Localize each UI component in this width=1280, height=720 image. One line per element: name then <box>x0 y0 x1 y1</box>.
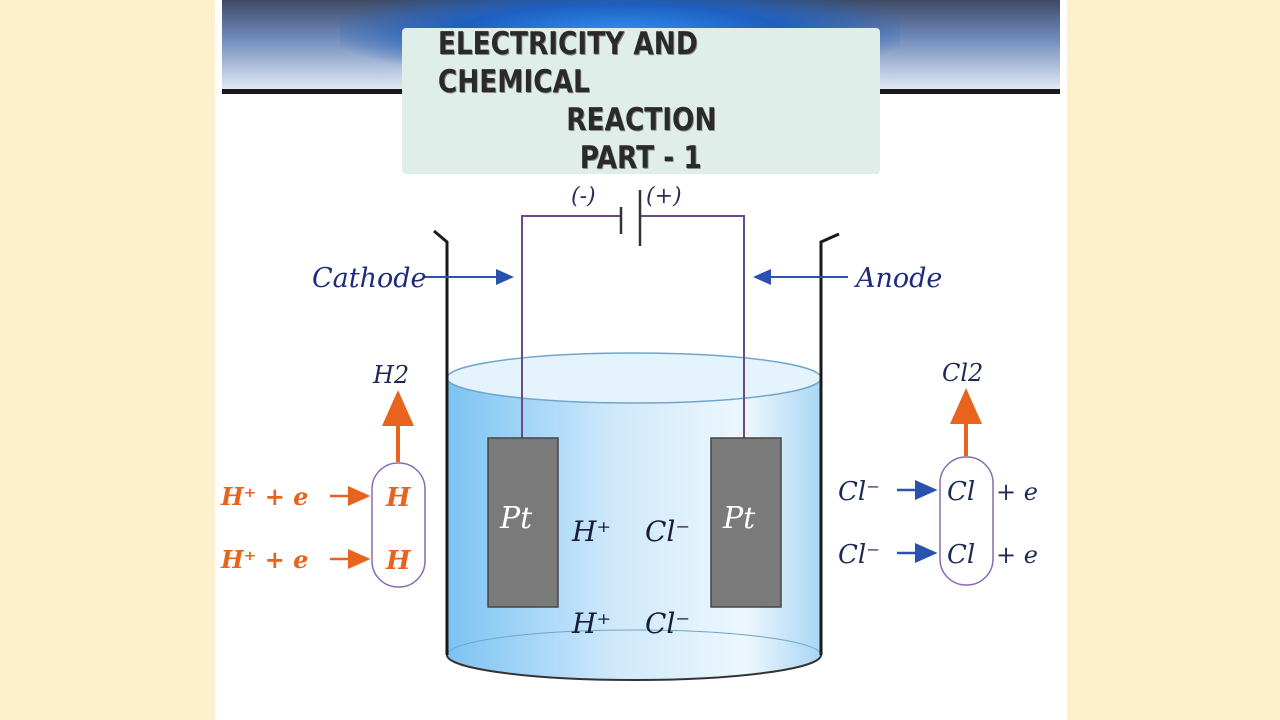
anode-electrode-label: Pt <box>722 501 756 536</box>
h-ion-label-1: H⁺ <box>571 515 611 548</box>
title-line-2: REACTION <box>565 102 717 138</box>
beaker-right-wall <box>819 232 840 655</box>
hydrogen-atoms-group <box>371 462 426 588</box>
left-reaction-lhs-2: H⁺ + e <box>220 545 308 574</box>
cl-ion-label-2: Cl⁻ <box>645 607 690 640</box>
h-ion-label-2: H⁺ <box>571 607 611 640</box>
anode-label: Anode <box>853 263 942 294</box>
title-line-3: PART - 1 <box>579 140 702 176</box>
beaker-bottom <box>446 654 822 681</box>
title-card: ELECTRICITY AND CHEMICAL REACTION PART -… <box>402 26 880 176</box>
beaker-left-wall <box>433 229 449 655</box>
right-reaction-product-1: Cl <box>947 477 975 507</box>
cl-ion-label-1: Cl⁻ <box>645 515 690 548</box>
solution-surface <box>446 352 822 404</box>
left-reaction-lhs-1: H⁺ + e <box>220 482 308 511</box>
cathode-electrode-label: Pt <box>499 501 533 536</box>
title-line-1: ELECTRICITY AND CHEMICAL <box>437 26 698 100</box>
cathode-electrode <box>487 437 559 608</box>
right-reaction-lhs-1: Cl⁻ <box>838 477 880 507</box>
right-reaction-rhs-2: + e <box>996 541 1038 569</box>
h2-gas-label: H2 <box>372 361 409 389</box>
right-reaction-lhs-2: Cl⁻ <box>838 540 880 570</box>
battery-positive-label: (+) <box>646 184 682 209</box>
anode-wire <box>640 215 745 438</box>
cl2-gas-label: Cl2 <box>942 359 983 387</box>
cathode-label: Cathode <box>312 263 427 294</box>
battery-negative-label: (-) <box>571 184 596 209</box>
cathode-wire <box>521 215 621 438</box>
left-reaction-product-2: H <box>385 546 412 576</box>
left-reaction-product-1: H <box>385 483 412 513</box>
anode-electrode <box>710 437 782 608</box>
chlorine-atoms-group <box>939 456 994 586</box>
right-reaction-product-2: Cl <box>947 540 975 570</box>
right-reaction-rhs-1: + e <box>996 478 1038 506</box>
